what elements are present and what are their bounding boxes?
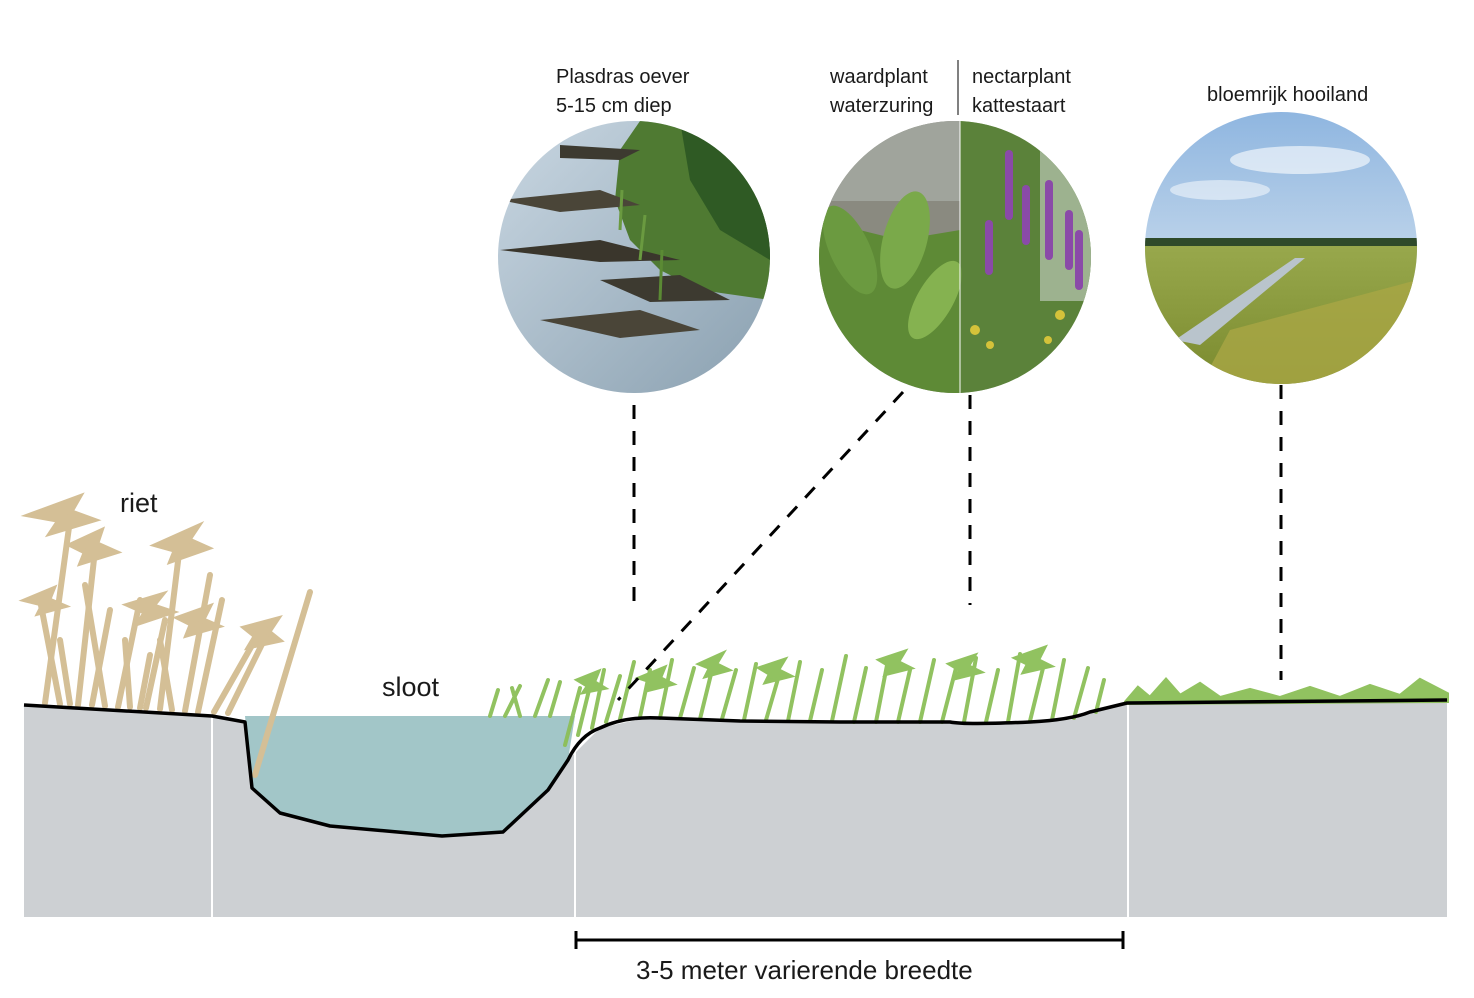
leader-line	[616, 390, 905, 702]
host-plant-species: waterzuring	[829, 95, 933, 117]
leader-lines	[616, 385, 1283, 702]
hayfield-photo	[1145, 112, 1417, 384]
plasdras-label: Plasdras oever	[556, 66, 690, 88]
bank-vegetation	[488, 644, 1449, 747]
reed-cluster	[18, 492, 313, 778]
nectar-plant-species: kattestaart	[972, 95, 1066, 117]
profile-outline	[23, 698, 1448, 838]
nectar-plant-label: nectarplant	[972, 66, 1071, 88]
water-fill	[245, 716, 575, 836]
ditch-label: sloot	[382, 672, 440, 702]
ground-section	[24, 700, 1447, 917]
width-dimension	[574, 931, 1125, 949]
plasdras-depth-label: 5-15 cm diep	[556, 95, 672, 117]
host-nectar-photo	[819, 121, 1091, 393]
host-plant-label: waardplant	[829, 66, 928, 88]
width-label: 3-5 meter varierende breedte	[636, 955, 973, 985]
ground-fill	[24, 700, 1447, 917]
hayfield-label: bloemrijk hooiland	[1207, 84, 1368, 106]
reed-label: riet	[120, 488, 158, 518]
plasdras-photo	[498, 121, 770, 393]
